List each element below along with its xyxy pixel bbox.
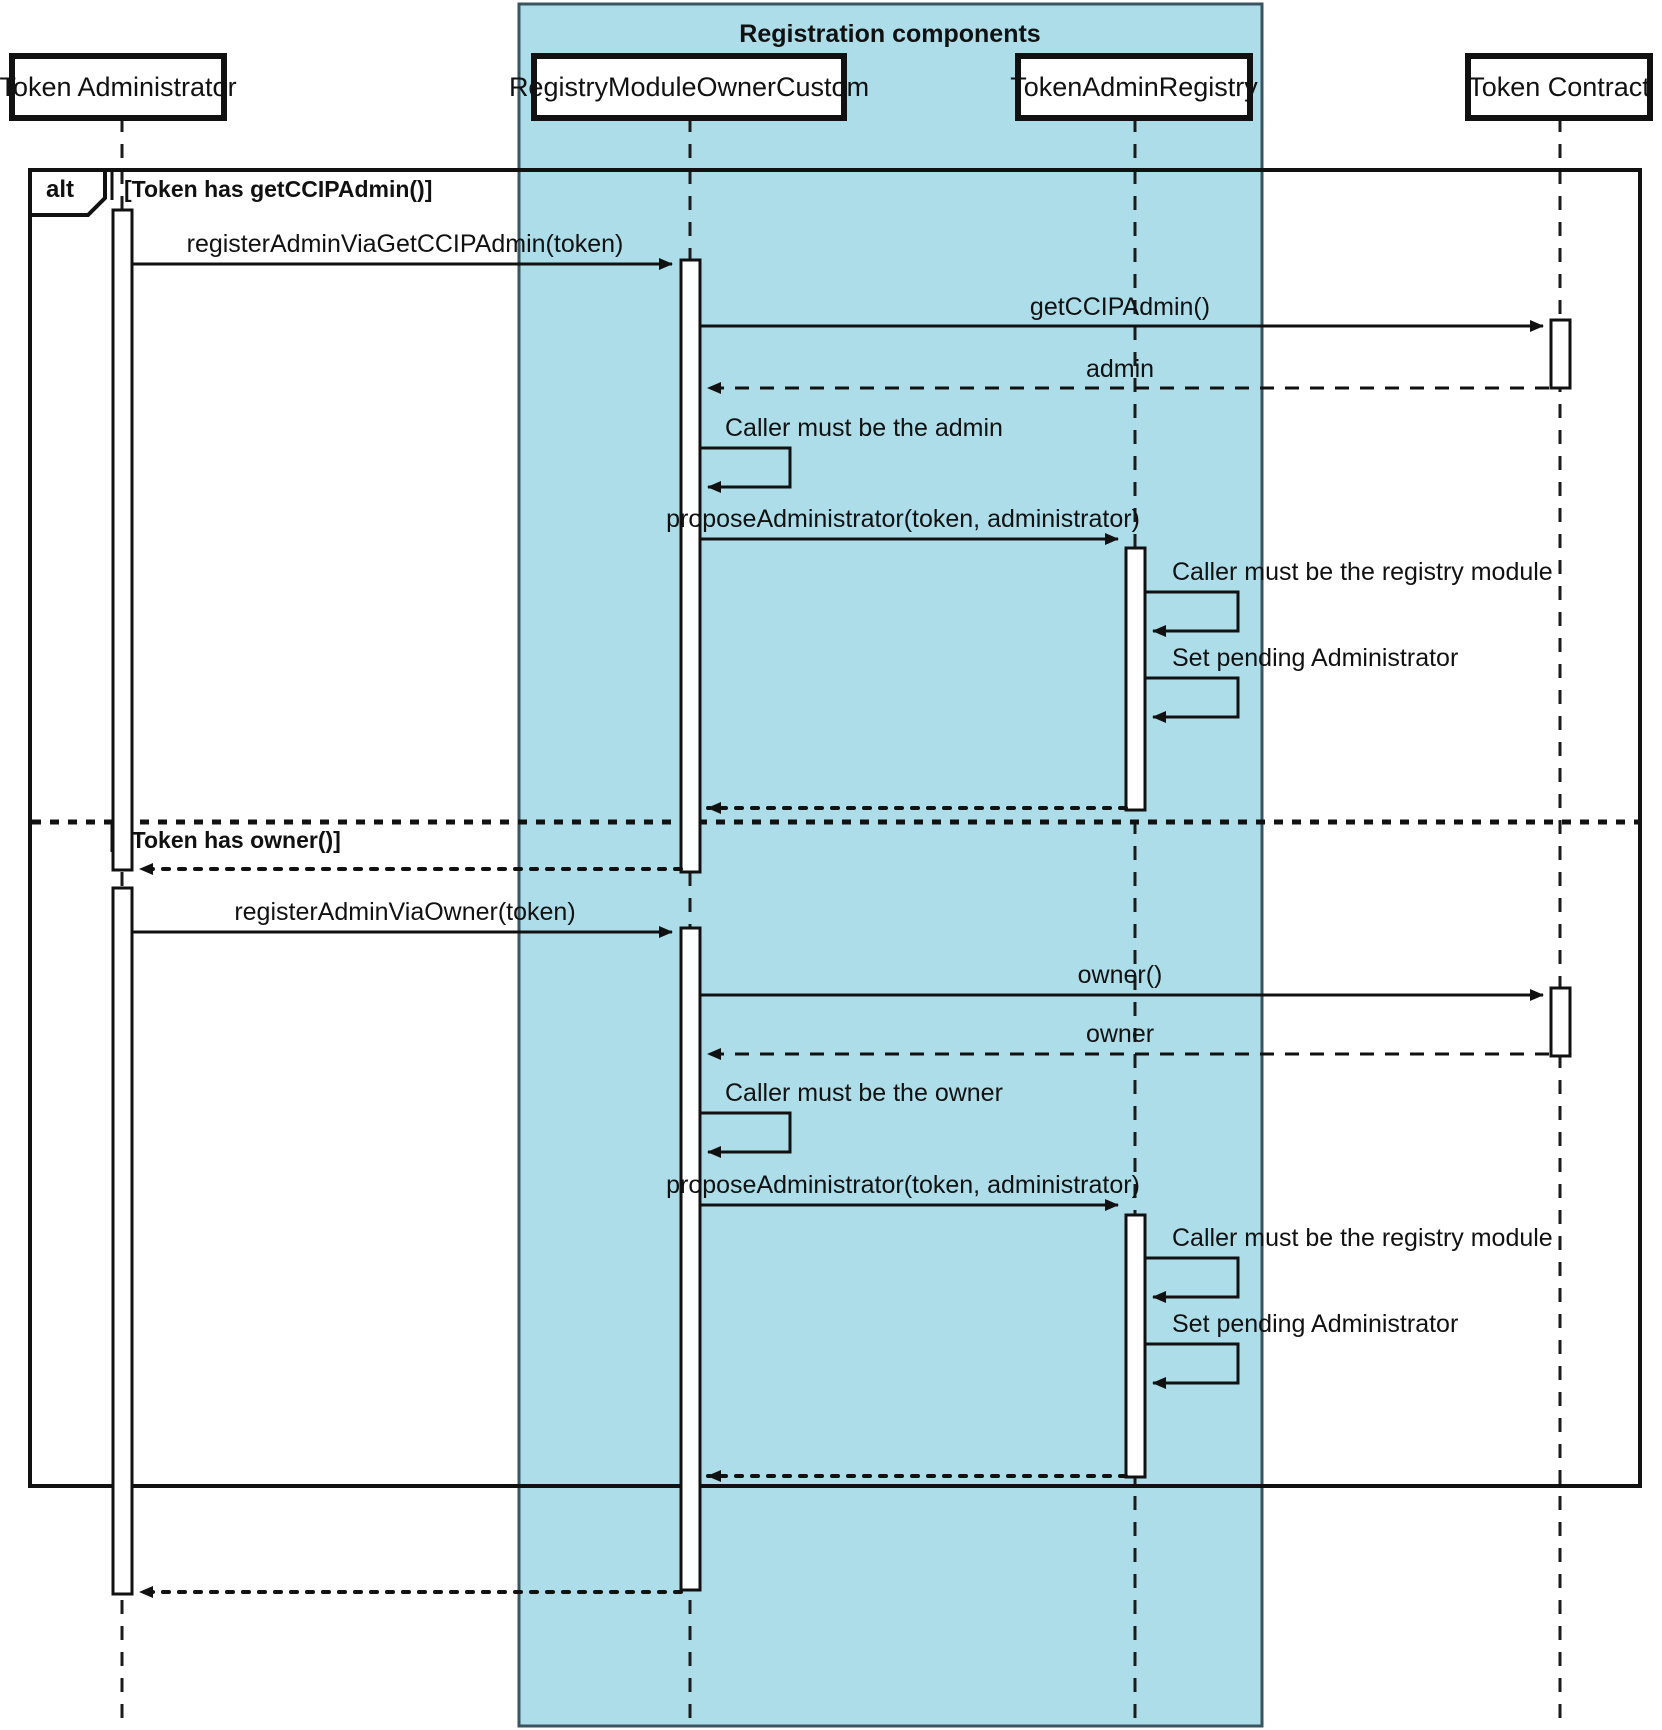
alt-fragment-tab <box>28 168 107 217</box>
activation-token-admin-registry-1 <box>1124 546 1147 812</box>
alt-fragment-frame <box>28 168 1642 1488</box>
message-arrow-m16 <box>1145 1342 1240 1389</box>
message-label-m4: Caller must be the admin <box>725 414 1003 442</box>
activation-token-contract-2 <box>1549 986 1572 1058</box>
message-label-m15: Caller must be the registry module <box>1172 1224 1553 1252</box>
activation-registry-module-1 <box>679 258 702 874</box>
message-label-m13: Caller must be the owner <box>725 1079 1003 1107</box>
participant-label-token-contract: Token Contract <box>1468 72 1650 102</box>
alt-guard-2: [Token has owner()] <box>124 827 341 853</box>
message-label-m6: Caller must be the registry module <box>1172 558 1553 586</box>
message-label-m7: Set pending Administrator <box>1172 644 1458 672</box>
activation-registry-module-2 <box>679 926 702 1592</box>
participant-box-token-admin-registry[interactable] <box>1015 53 1253 121</box>
activation-token-admin-registry-2 <box>1124 1213 1147 1479</box>
activation-token-contract-1 <box>1549 318 1572 390</box>
activation-token-administrator-2 <box>111 886 134 1596</box>
message-label-m3: admin <box>1086 355 1154 383</box>
message-arrow-m6 <box>1145 590 1240 637</box>
message-label-m2: getCCIPAdmin() <box>1030 293 1210 321</box>
participant-label-registry-module-owner-custom: RegistryModuleOwnerCustom <box>509 72 869 102</box>
group-title: Registration components <box>739 20 1040 48</box>
participant-box-token-contract[interactable] <box>1465 53 1653 121</box>
activation-token-administrator-1 <box>111 208 134 872</box>
message-arrow-m4 <box>700 446 792 493</box>
message-label-m11: owner() <box>1078 961 1163 989</box>
participant-label-token-admin-registry: TokenAdminRegistry <box>1010 72 1258 102</box>
message-label-m10: registerAdminViaOwner(token) <box>234 898 575 926</box>
message-label-m12: owner <box>1086 1020 1154 1048</box>
message-arrow-m7 <box>1145 676 1240 723</box>
message-arrow-m15 <box>1145 1256 1240 1303</box>
message-label-m14: proposeAdministrator(token, administrato… <box>666 1171 1140 1199</box>
alt-fragment-operator: alt <box>46 176 74 203</box>
message-label-m1: registerAdminViaGetCCIPAdmin(token) <box>187 230 624 258</box>
participant-label-token-administrator: Token Administrator <box>0 72 237 102</box>
message-label-m5: proposeAdministrator(token, administrato… <box>666 505 1140 533</box>
participant-box-registry-module-owner-custom[interactable] <box>531 53 847 121</box>
group-registration-components <box>517 2 1264 1728</box>
participant-box-token-administrator[interactable] <box>9 53 227 121</box>
alt-guard-1: [Token has getCCIPAdmin()] <box>124 176 432 202</box>
message-label-m16: Set pending Administrator <box>1172 1310 1458 1338</box>
message-arrow-m13 <box>700 1111 792 1158</box>
